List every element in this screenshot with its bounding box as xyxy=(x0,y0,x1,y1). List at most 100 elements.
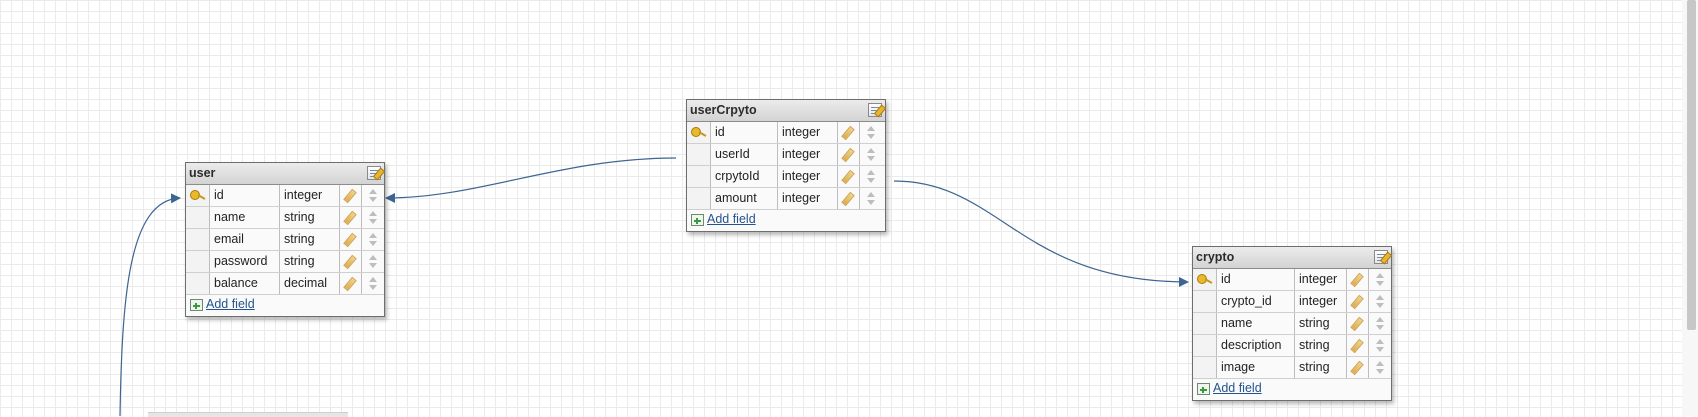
sort-arrows-icon xyxy=(368,277,378,290)
field-type[interactable]: string xyxy=(1295,313,1347,334)
field-reorder-handle[interactable] xyxy=(860,122,885,143)
field-reorder-handle[interactable] xyxy=(860,144,885,165)
field-reorder-handle[interactable] xyxy=(1369,335,1391,356)
field-name[interactable]: amount xyxy=(711,188,778,209)
field-name[interactable]: userId xyxy=(711,144,778,165)
key-cell xyxy=(186,207,210,228)
field-type[interactable]: integer xyxy=(280,185,340,206)
field-edit-button[interactable] xyxy=(340,273,362,294)
field-edit-button[interactable] xyxy=(1347,291,1369,312)
field-reorder-handle[interactable] xyxy=(362,273,384,294)
field-type[interactable]: string xyxy=(1295,335,1347,356)
field-type[interactable]: integer xyxy=(778,144,838,165)
field-name[interactable]: email xyxy=(210,229,280,250)
sort-arrows-icon xyxy=(1375,317,1385,330)
vertical-scrollbar-thumb[interactable] xyxy=(1687,0,1696,330)
field-type[interactable]: decimal xyxy=(280,273,340,294)
field-edit-button[interactable] xyxy=(340,207,362,228)
field-edit-button[interactable] xyxy=(340,229,362,250)
field-name[interactable]: balance xyxy=(210,273,280,294)
add-field-row: Add field xyxy=(186,295,384,316)
field-name[interactable]: id xyxy=(1217,269,1295,290)
field-name[interactable]: name xyxy=(1217,313,1295,334)
field-type[interactable]: string xyxy=(280,251,340,272)
field-type[interactable]: string xyxy=(280,229,340,250)
field-name[interactable]: crpytoId xyxy=(711,166,778,187)
field-type[interactable]: string xyxy=(280,207,340,228)
table-header[interactable]: crypto xyxy=(1193,247,1391,269)
field-edit-button[interactable] xyxy=(838,144,860,165)
field-reorder-handle[interactable] xyxy=(1369,269,1391,290)
field-type[interactable]: integer xyxy=(778,166,838,187)
add-field-link[interactable]: Add field xyxy=(707,212,756,226)
sort-arrows-icon xyxy=(866,148,876,161)
field-reorder-handle[interactable] xyxy=(362,251,384,272)
field-reorder-handle[interactable] xyxy=(1369,291,1391,312)
pencil-icon xyxy=(343,232,357,248)
table-edit-icon[interactable] xyxy=(367,166,381,180)
key-cell xyxy=(1193,291,1217,312)
table-edit-icon[interactable] xyxy=(868,103,882,117)
field-type[interactable]: integer xyxy=(1295,291,1347,312)
sort-arrows-icon xyxy=(368,189,378,202)
field-edit-button[interactable] xyxy=(340,185,362,206)
field-name[interactable]: description xyxy=(1217,335,1295,356)
table-name: crypto xyxy=(1196,250,1235,264)
field-reorder-handle[interactable] xyxy=(860,166,885,187)
table-header[interactable]: user xyxy=(186,163,384,185)
sort-arrows-icon xyxy=(368,233,378,246)
field-type[interactable]: integer xyxy=(778,188,838,209)
add-field-icon[interactable] xyxy=(1197,383,1210,395)
table-edit-icon[interactable] xyxy=(1374,250,1388,264)
field-name[interactable]: password xyxy=(210,251,280,272)
field-edit-button[interactable] xyxy=(340,251,362,272)
add-field-link[interactable]: Add field xyxy=(1213,381,1262,395)
field-type[interactable]: integer xyxy=(1295,269,1347,290)
field-edit-button[interactable] xyxy=(1347,357,1369,378)
field-name[interactable]: id xyxy=(210,185,280,206)
field-edit-button[interactable] xyxy=(838,188,860,209)
add-field-link[interactable]: Add field xyxy=(206,297,255,311)
field-reorder-handle[interactable] xyxy=(362,185,384,206)
field-reorder-handle[interactable] xyxy=(1369,357,1391,378)
field-reorder-handle[interactable] xyxy=(1369,313,1391,334)
field-name[interactable]: name xyxy=(210,207,280,228)
field-edit-button[interactable] xyxy=(838,166,860,187)
field-name[interactable]: crypto_id xyxy=(1217,291,1295,312)
field-type[interactable]: string xyxy=(1295,357,1347,378)
key-cell xyxy=(186,273,210,294)
field-reorder-handle[interactable] xyxy=(860,188,885,209)
field-reorder-handle[interactable] xyxy=(362,207,384,228)
add-field-icon[interactable] xyxy=(691,214,704,226)
field-type[interactable]: integer xyxy=(778,122,838,143)
table-header[interactable]: userCrpyto xyxy=(687,100,885,122)
field-reorder-handle[interactable] xyxy=(362,229,384,250)
field-edit-button[interactable] xyxy=(838,122,860,143)
field-name[interactable]: image xyxy=(1217,357,1295,378)
field-edit-button[interactable] xyxy=(1347,269,1369,290)
key-cell xyxy=(1193,269,1217,290)
field-name[interactable]: id xyxy=(711,122,778,143)
field-edit-button[interactable] xyxy=(1347,335,1369,356)
field-edit-button[interactable] xyxy=(1347,313,1369,334)
add-field-icon[interactable] xyxy=(190,299,203,311)
